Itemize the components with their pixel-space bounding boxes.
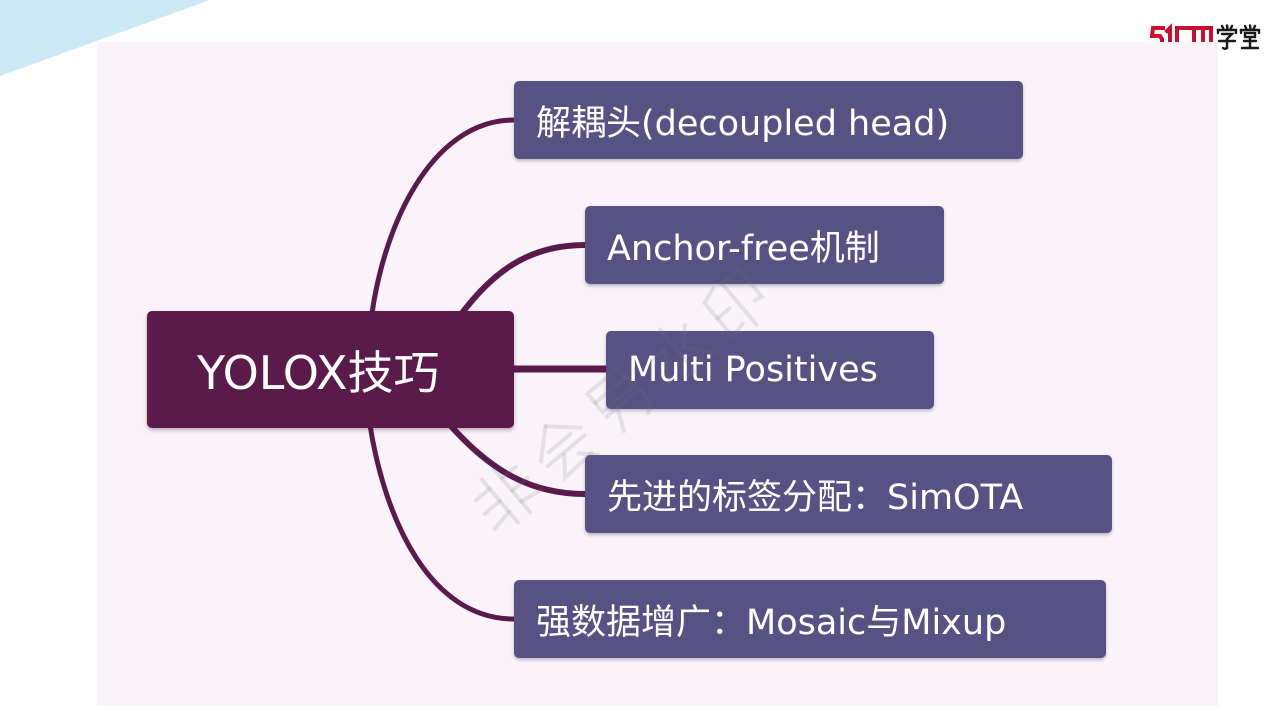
branch-node-anchor-free: Anchor-free机制 [585,206,944,284]
branch-node-label: Multi Positives [628,350,878,390]
logo-xuetang-mark [1216,24,1261,50]
connector-branch-4 [447,422,588,497]
branch-node-label: Anchor-free机制 [607,228,880,269]
branch-node-simota: 先进的标签分配：SimOTA [585,455,1112,533]
branch-node-data-augmentation: 强数据增广：Mosaic与Mixup [514,580,1106,658]
root-node-label: YOLOX技巧 [197,345,440,400]
branch-node-label: 强数据增广：Mosaic与Mixup [536,602,1007,643]
connector-branch-5 [367,422,517,622]
corner-accent-shape [0,0,210,76]
connector-branch-1 [367,117,517,333]
branch-node-label: 先进的标签分配：SimOTA [607,477,1024,518]
mindmap-root-node: YOLOX技巧 [147,311,514,428]
branch-node-decoupled-head: 解耦头(decoupled head) [514,81,1023,159]
branch-node-label: 解耦头(decoupled head) [536,103,950,144]
connector-branch-2 [447,242,588,333]
branch-node-multi-positives: Multi Positives [606,331,934,409]
